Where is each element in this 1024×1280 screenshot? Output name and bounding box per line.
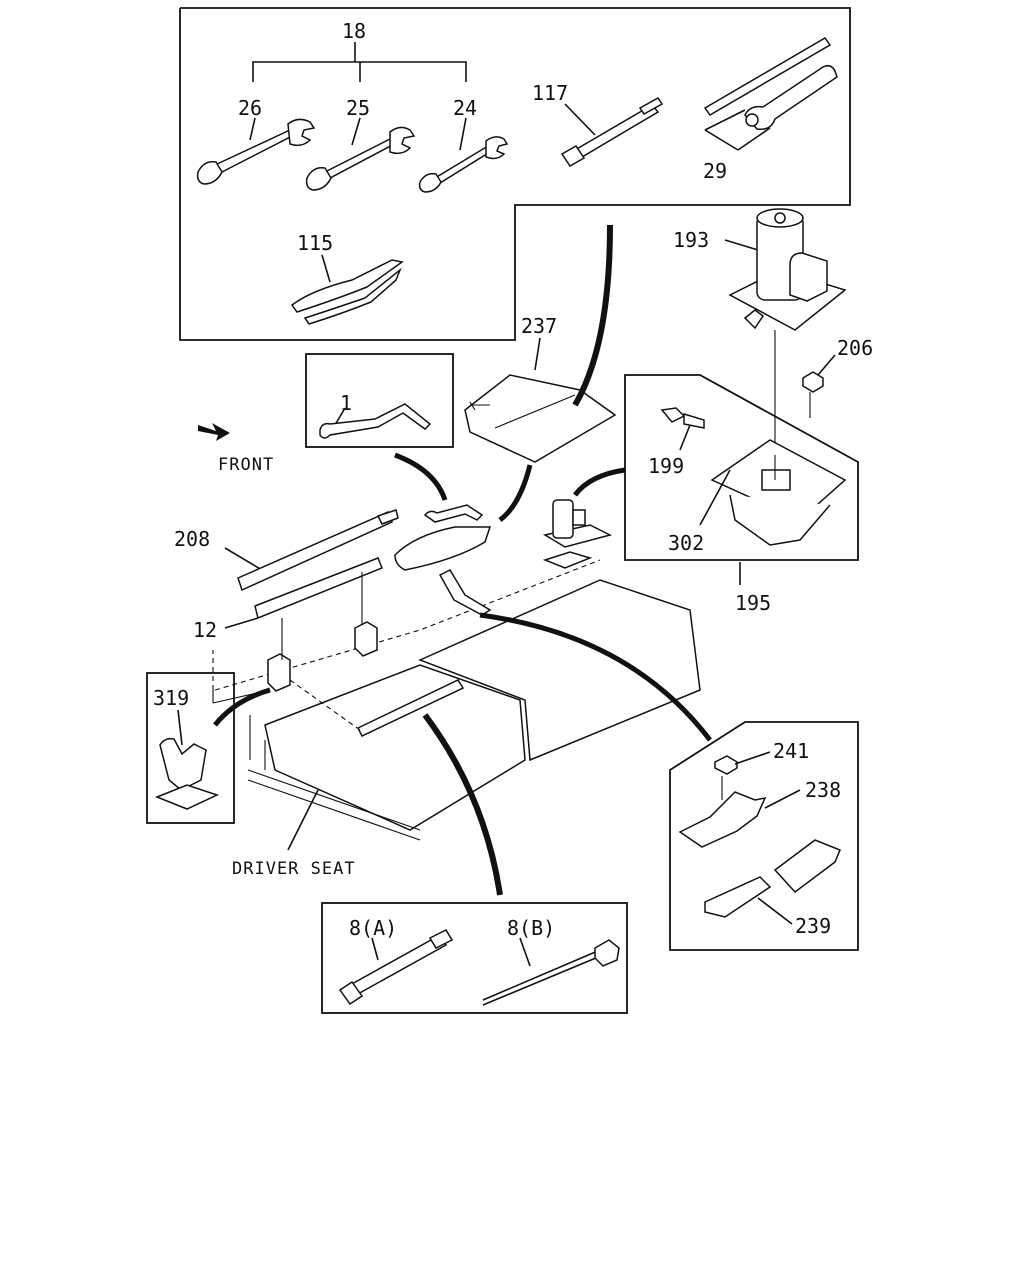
extension-bar-117	[560, 97, 664, 167]
central-assembly	[212, 224, 712, 896]
label-195: 195	[735, 591, 771, 615]
bracket-box	[669, 721, 859, 951]
label-24: 24	[453, 96, 477, 120]
clip-box-319	[146, 672, 235, 824]
bolt-206	[802, 354, 836, 418]
label-319: 319	[153, 686, 189, 710]
wrench-24	[418, 117, 509, 193]
label-26: 26	[238, 96, 262, 120]
wrench-26	[196, 117, 316, 185]
label-8a: 8(A)	[349, 916, 397, 940]
pliers-115	[290, 254, 404, 325]
label-193: 193	[673, 228, 709, 252]
label-front: FRONT	[218, 455, 274, 475]
label-238: 238	[805, 778, 841, 802]
label-239: 239	[795, 914, 831, 938]
handle-box	[305, 353, 454, 448]
screwdriver-29	[703, 37, 838, 151]
tool-kit-box	[179, 7, 851, 341]
label-115: 115	[297, 231, 333, 255]
label-237: 237	[521, 314, 557, 338]
label-206: 206	[837, 336, 873, 360]
front-arrow-icon	[198, 423, 230, 441]
label-199: 199	[648, 454, 684, 478]
wrench-box	[321, 902, 628, 1014]
label-25: 25	[346, 96, 370, 120]
label-18: 18	[342, 19, 366, 43]
wrench-25	[305, 117, 416, 191]
label-241: 241	[773, 739, 809, 763]
label-8b: 8(B)	[507, 916, 555, 940]
label-12: 12	[193, 618, 217, 642]
label-1: 1	[340, 391, 352, 415]
label-302: 302	[668, 531, 704, 555]
label-117: 117	[532, 81, 568, 105]
jack-holder-box	[624, 374, 859, 585]
label-29: 29	[703, 159, 727, 183]
jack-193	[724, 208, 847, 455]
label-208: 208	[174, 527, 210, 551]
label-driver-seat: DRIVER SEAT	[232, 859, 356, 879]
